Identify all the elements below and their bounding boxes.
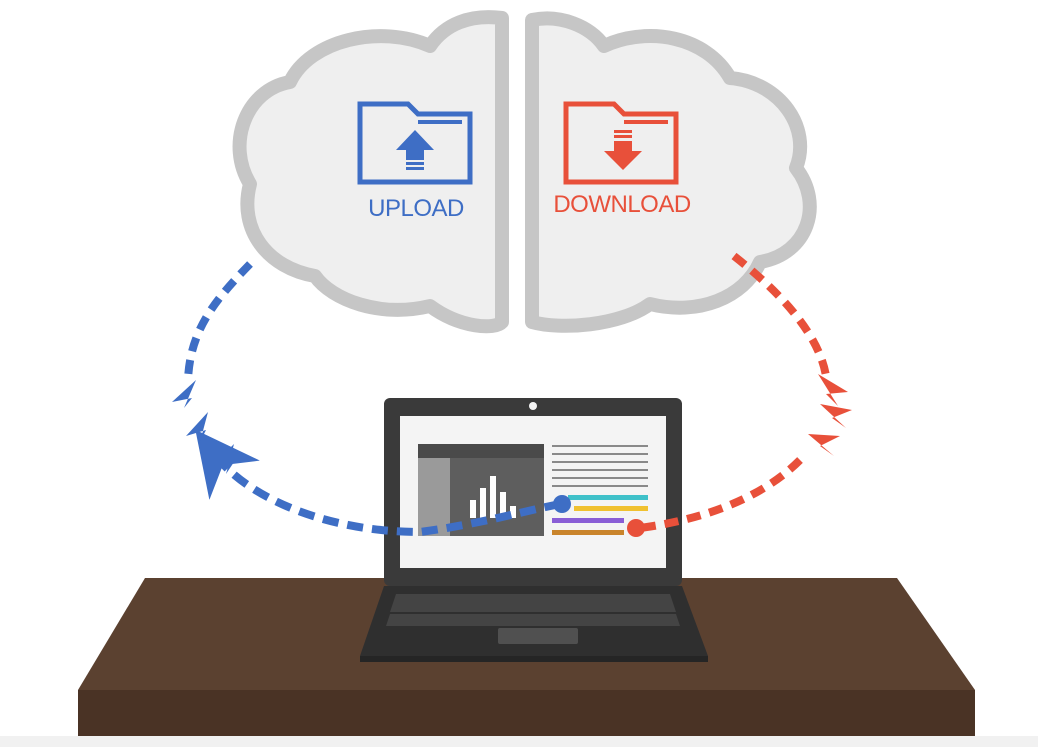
webcam-icon <box>529 402 537 410</box>
cloud-left-shape <box>232 10 509 334</box>
keyboard <box>386 594 680 626</box>
desk-front <box>78 690 975 736</box>
download-dashed-arc <box>731 252 830 377</box>
up-arrow-icon <box>396 130 434 160</box>
upload-dashed-arc <box>184 261 253 381</box>
upload-arrowhead-1 <box>172 380 196 408</box>
download-arrowhead-3 <box>808 434 840 456</box>
upload-origin-dot <box>553 495 571 513</box>
upload-arrowhead-2 <box>186 412 208 442</box>
download-target-dot <box>627 519 645 537</box>
cloud-right-shape <box>525 11 817 333</box>
cloud-left <box>232 10 509 334</box>
laptop <box>360 398 708 662</box>
screen-chart-panel <box>418 444 544 536</box>
download-path <box>627 252 852 537</box>
download-folder-icon <box>563 101 679 185</box>
down-arrow-icon <box>604 141 642 170</box>
bottom-bar <box>0 736 1038 747</box>
screen-text-lines <box>552 445 648 487</box>
upload-path <box>172 261 571 537</box>
cloud-right <box>525 11 817 333</box>
download-arrowhead-2 <box>820 404 852 428</box>
download-label: DOWNLOAD <box>553 191 691 218</box>
download-arrowhead-1 <box>818 374 848 406</box>
upload-arrowhead-3 <box>212 444 234 474</box>
laptop-base-front <box>360 656 708 662</box>
upload-folder-icon <box>357 101 473 185</box>
upload-label: UPLOAD <box>368 195 464 222</box>
touchpad <box>498 628 578 644</box>
screen-list-bars <box>552 495 648 535</box>
upload-dashed-arrow <box>195 429 561 537</box>
bar-chart-icon <box>470 476 516 518</box>
